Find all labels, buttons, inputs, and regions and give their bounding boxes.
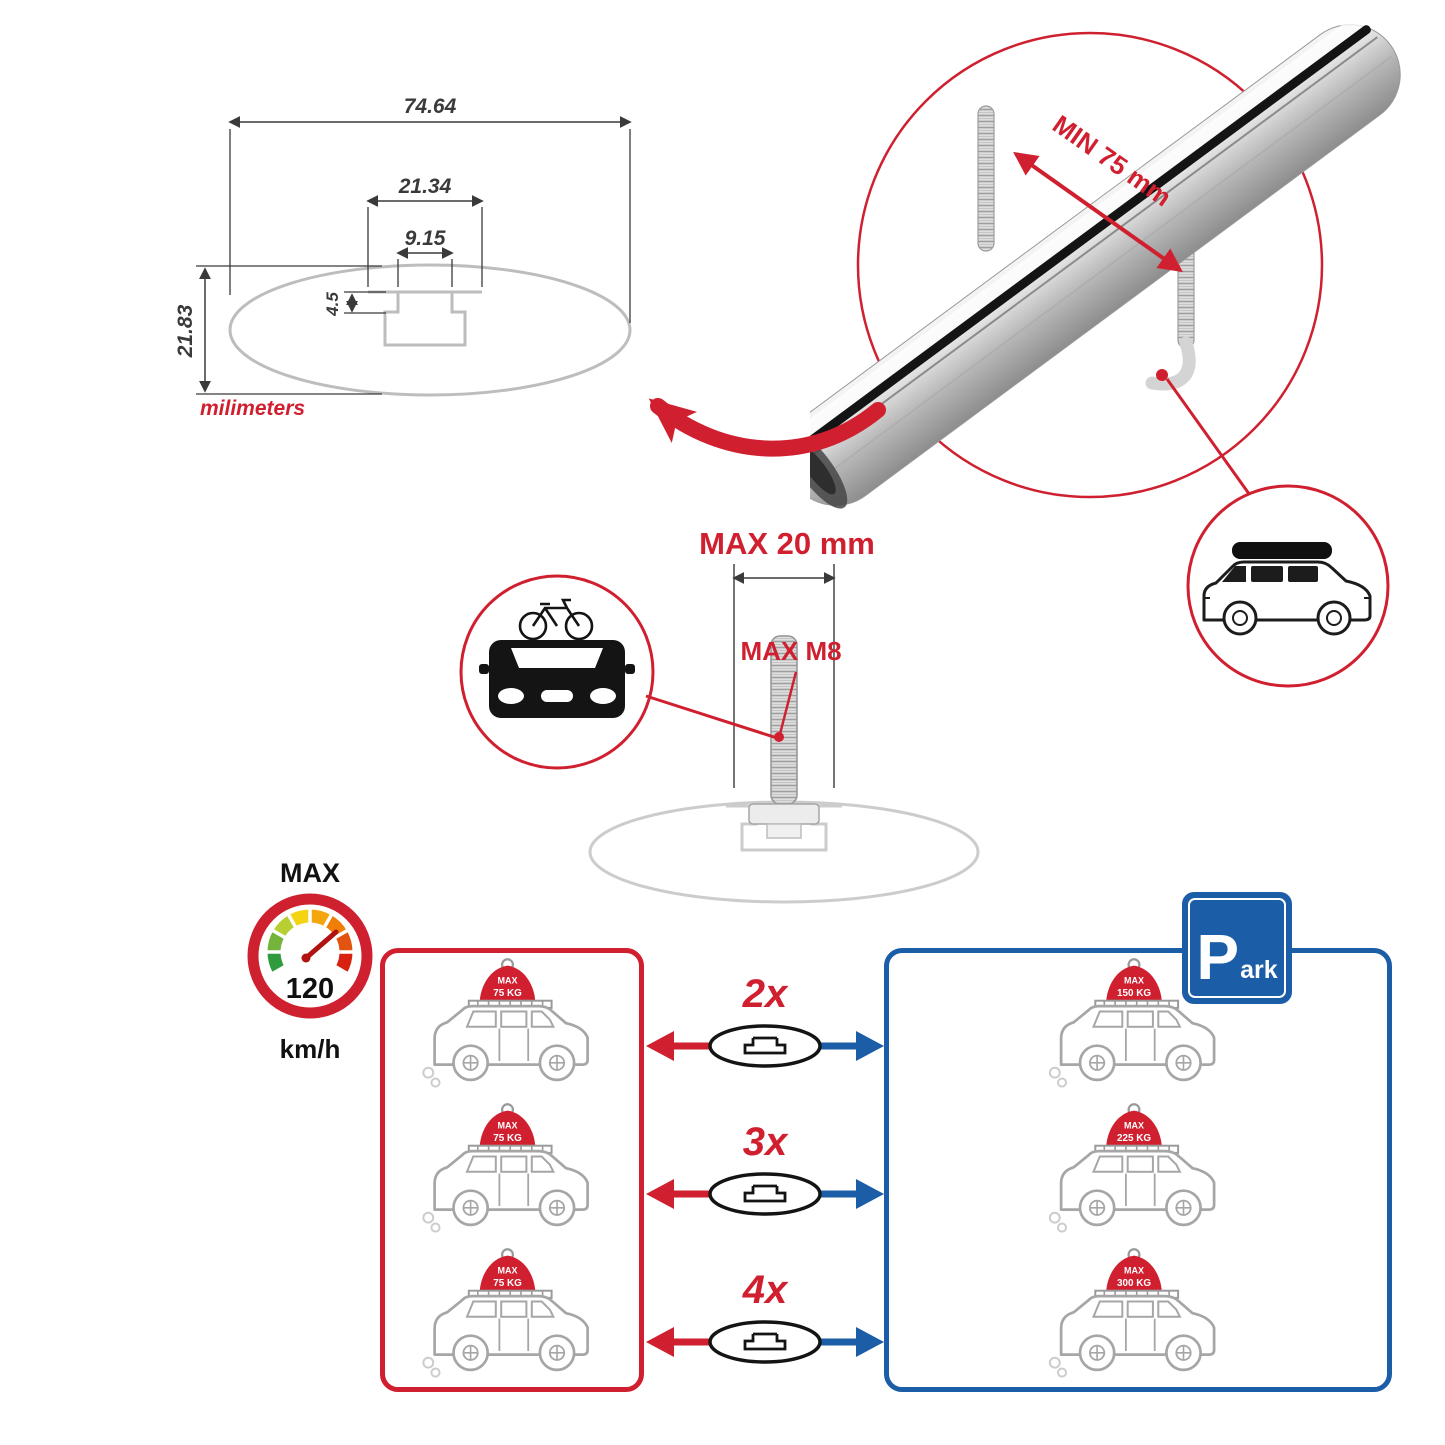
dim-lip-label: 4.5 [323,292,342,317]
bolt-dim-ext [733,564,835,788]
dim-ext-upper [367,207,483,287]
bar-count-row: 2x [646,974,884,1070]
cross-section-diagram: 74.64 21.34 9.15 4.5 21.83 milimeters [174,95,632,420]
car-front-with-bike [479,598,635,718]
units-label: milimeters [200,397,305,420]
parked-capacity-panel: MAX 150 KG MAX 225 KG MAX 300 KG [884,948,1392,1392]
headlight-left [498,688,524,704]
load-badge-max: MAX [1124,976,1144,986]
dim-width-label: 74.64 [404,95,457,118]
capacity-row: MAX 75 KG [422,958,589,1089]
capacity-row: MAX 75 KG [422,1247,589,1378]
bar-count-arrow [646,1024,884,1068]
circle-leader-line [645,694,778,740]
clamp-rod-left [977,105,995,252]
bar-count-column: 2x 3x 4x [646,948,884,1392]
bar-count-row: 4x [646,1270,884,1366]
multiplier-label: 2x [742,972,788,1016]
gauge-needle [303,929,339,961]
crossbar-cross-section-icon [708,1024,822,1068]
load-badge-kg: 225 KG [1116,1133,1150,1144]
driving-capacity-panel: MAX 75 KG MAX 75 KG MAX 75 KG [380,948,644,1392]
crossbar-cross-section-icon [708,1172,822,1216]
dim-ext-inner [397,259,453,287]
dim-ext-height [196,265,382,395]
bar-count-row: 3x [646,1122,884,1218]
t-slot-channel [383,292,467,347]
load-badge-kg: 300 KG [1116,1278,1150,1289]
load-badge-max: MAX [1124,1121,1144,1131]
load-badge-kg: 75 KG [493,989,522,1000]
load-badge-max: MAX [1124,1265,1144,1275]
suv-with-roofbox [1202,542,1372,636]
min-clamp-arrow [1013,151,1183,273]
speed-units-label: km/h [279,1034,341,1064]
red-arrowhead [646,1031,674,1061]
max-bolt-length-label: MAX 20 mm [699,526,875,561]
capacity-row: MAX 150 KG [1047,958,1215,1089]
bar-count-arrow [646,1172,884,1216]
mirror-right [625,664,635,674]
park-sign-inner: P ark [1188,898,1286,998]
capacity-row: MAX 225 KG [1047,1102,1215,1233]
dim-inner-label: 9.15 [405,227,446,250]
roof-box [1232,542,1332,559]
speed-value: 120 [286,973,334,1005]
bar-profile-outline [228,263,632,397]
load-badge-max: MAX [498,1265,518,1275]
pointer-arrow [648,398,886,457]
windshield [511,648,603,668]
load-badge-kg: 150 KG [1116,989,1150,1000]
bolt-callout-dot [774,732,784,742]
load-badge-kg: 75 KG [493,1133,522,1144]
multiplier-label: 4x [742,1268,788,1312]
multiplier-label: 3x [742,1120,788,1164]
gauge-pivot [301,953,311,963]
load-badge-max: MAX [498,976,518,986]
bicycle-icon [518,598,594,641]
crossbar-cross-section-icon [708,1320,822,1364]
park-sign-ark: ark [1240,955,1278,984]
dim-height-label: 21.83 [174,304,197,358]
blue-arrowhead [856,1031,884,1061]
gauge-ticks [265,907,355,977]
m8-leader-line [778,671,798,735]
speed-max-label: MAX [280,858,340,888]
speed-limit-gauge: 120 [247,893,373,1019]
t-slot-stub [766,823,802,839]
park-sign: P ark [1182,892,1292,1004]
mirror-left [479,664,489,674]
dim-ext-width [229,129,631,323]
bolt-thread-label: MAX M8 [740,636,842,666]
t-slot-plate [748,803,820,825]
headlight-right [590,688,616,704]
capacity-row: MAX 300 KG [1047,1247,1215,1378]
dim-upper-label: 21.34 [398,175,452,198]
dim-ext-lip [344,291,386,314]
crossbar-photo-view: MIN 75 mm [810,18,1401,688]
clamp-u-bend [1145,336,1196,391]
capacity-row: MAX 75 KG [422,1102,589,1233]
grille [541,690,573,702]
bar-count-arrow [646,1320,884,1364]
bolt-diagram [459,564,980,904]
cross-section-slot [743,1036,787,1055]
load-badge-kg: 75 KG [493,1278,522,1289]
callout-dot [1156,369,1168,381]
curved-arrow [648,398,886,457]
park-sign-p: P [1196,920,1240,993]
load-badge-max: MAX [498,1121,518,1131]
